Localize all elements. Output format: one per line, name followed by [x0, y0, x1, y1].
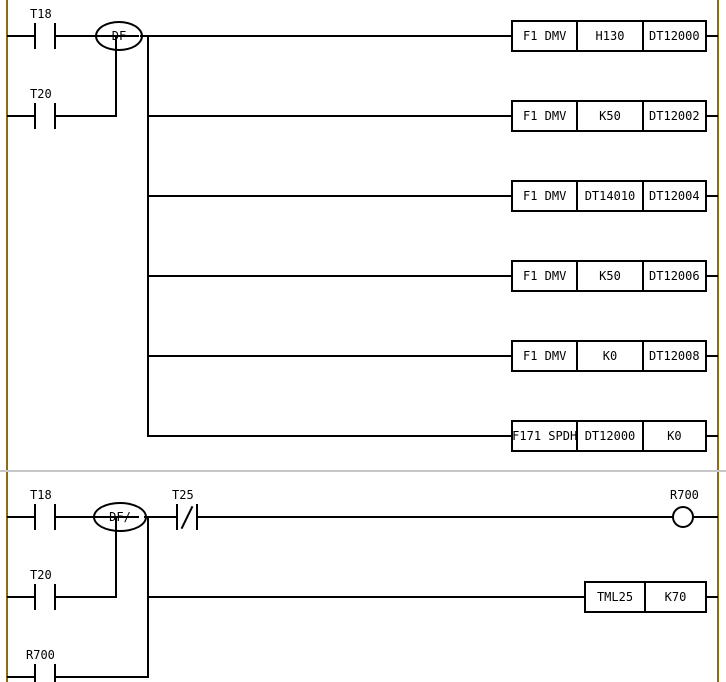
- contact-bar-left: [34, 664, 36, 682]
- contact-label-t25-r2: T25: [172, 488, 194, 502]
- instruction-name: F171 SPDH: [513, 422, 579, 450]
- coil-df-r1[interactable]: DF: [95, 21, 143, 51]
- instruction-name: F1 DMV: [513, 182, 579, 210]
- contact-label-t20-r1: T20: [30, 87, 52, 101]
- wire-t18-to-junction-r2: [56, 516, 117, 518]
- instruction-name: F1 DMV: [513, 102, 579, 130]
- contact-t18-r2[interactable]: [34, 504, 56, 530]
- wire-branch-4-out: [707, 275, 718, 277]
- contact-bar-left: [176, 504, 178, 530]
- wire-output-coil-to-right-rail: [694, 516, 718, 518]
- wire-branch-1-out: [707, 35, 718, 37]
- rung-separator: [0, 470, 726, 472]
- instruction-name: F1 DMV: [513, 22, 579, 50]
- contact-bar-right: [54, 504, 56, 530]
- or-junction-rail-r1: [115, 35, 117, 117]
- wire-left-to-t18-r2: [7, 516, 34, 518]
- contact-bar-right: [196, 504, 198, 530]
- branch-bus-r1: [147, 35, 149, 437]
- instruction-operand-1: K50: [578, 102, 644, 130]
- instruction-box-1[interactable]: F1 DMV H130 DT12000: [511, 20, 707, 52]
- contact-bar-right: [54, 23, 56, 49]
- instruction-operand-2: DT12002: [649, 109, 700, 123]
- wire-branch-tml25-out: [707, 596, 718, 598]
- instruction-operand-1: K0: [578, 342, 644, 370]
- contact-bar-left: [34, 504, 36, 530]
- wire-branch-tml25: [147, 596, 584, 598]
- output-coil-r700[interactable]: [672, 506, 694, 528]
- instruction-operand-1: K70: [664, 590, 687, 604]
- contact-t20-r2[interactable]: [34, 584, 56, 610]
- output-coil-label-r700: R700: [670, 488, 699, 502]
- wire-branch-6-out: [707, 435, 718, 437]
- instruction-operand-2: K0: [667, 429, 682, 443]
- instruction-operand-1: DT14010: [578, 182, 644, 210]
- contact-bar-left: [34, 584, 36, 610]
- contact-bar-left: [34, 103, 36, 129]
- instruction-box-tml25[interactable]: TML25 K70: [584, 581, 707, 613]
- contact-nc-slash: [180, 505, 194, 530]
- coil-df-neg-r2[interactable]: DF/: [93, 502, 147, 532]
- instruction-operand-2: DT12006: [649, 269, 700, 283]
- wire-df-neg-to-t25: [144, 516, 176, 518]
- wire-branch-3-out: [707, 195, 718, 197]
- coil-df-label: DF: [111, 29, 127, 43]
- instruction-box-4[interactable]: F1 DMV K50 DT12006: [511, 260, 707, 292]
- wire-t20-to-junction: [56, 115, 117, 117]
- instruction-name: TML25: [586, 583, 647, 611]
- wire-branch-2-out: [707, 115, 718, 117]
- wire-branch-2: [147, 115, 511, 117]
- contact-bar-left: [34, 23, 36, 49]
- wire-branch-6: [147, 435, 511, 437]
- instruction-box-3[interactable]: F1 DMV DT14010 DT12004: [511, 180, 707, 212]
- wire-branch-5: [147, 355, 511, 357]
- contact-t18-r1[interactable]: [34, 23, 56, 49]
- instruction-box-6[interactable]: F171 SPDH DT12000 K0: [511, 420, 707, 452]
- instruction-name: F1 DMV: [513, 342, 579, 370]
- contact-label-t18-r1: T18: [30, 7, 52, 21]
- contact-t25-r2[interactable]: [176, 504, 198, 530]
- instruction-name: F1 DMV: [513, 262, 579, 290]
- instruction-operand-2: DT12008: [649, 349, 700, 363]
- instruction-operand-2: DT12004: [649, 189, 700, 203]
- wire-left-to-t20: [7, 115, 34, 117]
- wire-branch-1: [147, 35, 511, 37]
- instruction-box-2[interactable]: F1 DMV K50 DT12002: [511, 100, 707, 132]
- wire-left-to-t18: [7, 35, 34, 37]
- left-power-rail: [6, 0, 8, 682]
- contact-label-r700-r2: R700: [26, 648, 55, 662]
- instruction-operand-2: DT12000: [649, 29, 700, 43]
- wire-branch-3: [147, 195, 511, 197]
- wire-t25-to-output-coil: [198, 516, 673, 518]
- wire-t20-to-junction-r2: [56, 596, 117, 598]
- contact-bar-right: [54, 103, 56, 129]
- contact-r700-r2[interactable]: [34, 664, 56, 682]
- wire-branch-5-out: [707, 355, 718, 357]
- wire-r700-to-branch-bus-r2: [56, 676, 149, 678]
- contact-label-t20-r2: T20: [30, 568, 52, 582]
- contact-t20-r1[interactable]: [34, 103, 56, 129]
- wire-branch-4: [147, 275, 511, 277]
- instruction-operand-1: H130: [578, 22, 644, 50]
- instruction-box-5[interactable]: F1 DMV K0 DT12008: [511, 340, 707, 372]
- right-power-rail: [717, 0, 719, 682]
- wire-left-to-t20-r2: [7, 596, 34, 598]
- wire-left-to-r700-r2: [7, 676, 34, 678]
- contact-bar-right: [54, 664, 56, 682]
- or-junction-rail-r2: [115, 516, 117, 598]
- contact-bar-right: [54, 584, 56, 610]
- contact-label-t18-r2: T18: [30, 488, 52, 502]
- instruction-operand-1: K50: [578, 262, 644, 290]
- wire-df-to-branch-bus: [140, 35, 150, 37]
- instruction-operand-1: DT12000: [578, 422, 644, 450]
- coil-df-neg-label: DF/: [109, 510, 131, 524]
- wire-t18-to-junction: [56, 35, 117, 37]
